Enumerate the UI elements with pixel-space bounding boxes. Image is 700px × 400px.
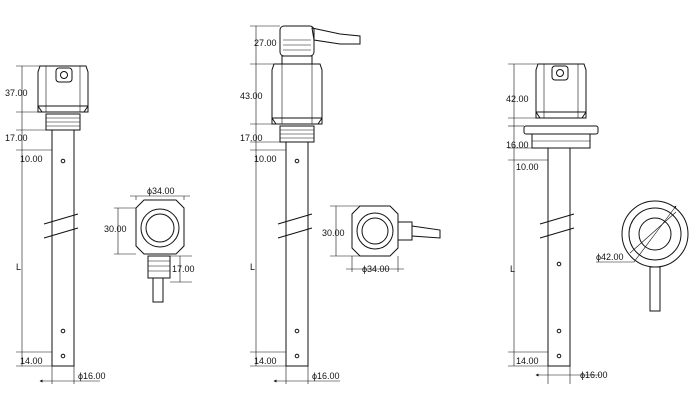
- probe-tube: [547, 147, 571, 367]
- dim-thread: 17.00: [5, 133, 28, 143]
- dim-bottom-offset: 14.00: [20, 356, 43, 366]
- hex-nut: [351, 205, 399, 257]
- dim-bottom-offset: 14.00: [254, 356, 277, 366]
- side-dim-gland: 17.00: [172, 264, 195, 274]
- sensor-left: 37.00 17.00 10.00 L 14.00 ϕ16.00: [5, 65, 106, 384]
- dim-length: L: [510, 264, 515, 274]
- dim-top-offset: 10.00: [254, 154, 277, 164]
- side-dim-height: 30.00: [104, 224, 127, 234]
- connector-cable: [311, 27, 361, 45]
- side-dim-height: 30.00: [322, 228, 345, 238]
- dim-thread: 17.00: [240, 133, 263, 143]
- dim-connector: 27.00: [254, 38, 277, 48]
- side-dim-width: ϕ34.00: [147, 186, 175, 196]
- side-dim-diameter: ϕ42.00: [596, 252, 624, 262]
- dim-tube-diameter: ϕ16.00: [580, 370, 608, 380]
- dim-flange: 16.00: [506, 140, 529, 150]
- dim-top-offset: 10.00: [516, 162, 539, 172]
- side-dim-width: ϕ34.00: [362, 264, 390, 274]
- housing-cap: [37, 65, 89, 113]
- sensor-right: 42.00 16.00 10.00 L 14.00 ϕ16.00: [506, 63, 608, 384]
- cable-gland: [397, 221, 413, 241]
- connector-body: [279, 25, 315, 57]
- dim-housing: 42.00: [506, 94, 529, 104]
- dim-tube-diameter: ϕ16.00: [312, 371, 340, 381]
- dim-top-offset: 10.00: [20, 154, 43, 164]
- housing-cap: [535, 63, 587, 119]
- sensor-middle: 27.00 43.00 17.00 10.00 L 14.00 ϕ16.00: [240, 25, 361, 384]
- cable-gland: [147, 255, 171, 279]
- port-icon: [55, 67, 73, 83]
- dim-length: L: [250, 262, 255, 272]
- dim-housing: 43.00: [240, 91, 263, 101]
- dim-housing: 37.00: [5, 88, 28, 98]
- probe-tube: [51, 129, 75, 367]
- port-icon: [551, 65, 569, 81]
- dim-tube-diameter: ϕ16.00: [78, 371, 106, 381]
- flange: [523, 125, 599, 135]
- sensor-left-side-view: ϕ34.00 30.00 17.00: [104, 186, 195, 303]
- dim-length: L: [16, 262, 21, 272]
- hex-nut: [135, 199, 185, 255]
- cable: [411, 225, 441, 239]
- sensor-middle-side-view: 30.00 ϕ34.00: [322, 205, 441, 274]
- cable: [649, 266, 661, 312]
- dim-bottom-offset: 14.00: [516, 356, 539, 366]
- housing-cap: [271, 63, 323, 125]
- cable: [152, 277, 164, 303]
- probe-tube: [285, 141, 309, 367]
- sensor-right-side-view: ϕ42.00: [596, 200, 689, 312]
